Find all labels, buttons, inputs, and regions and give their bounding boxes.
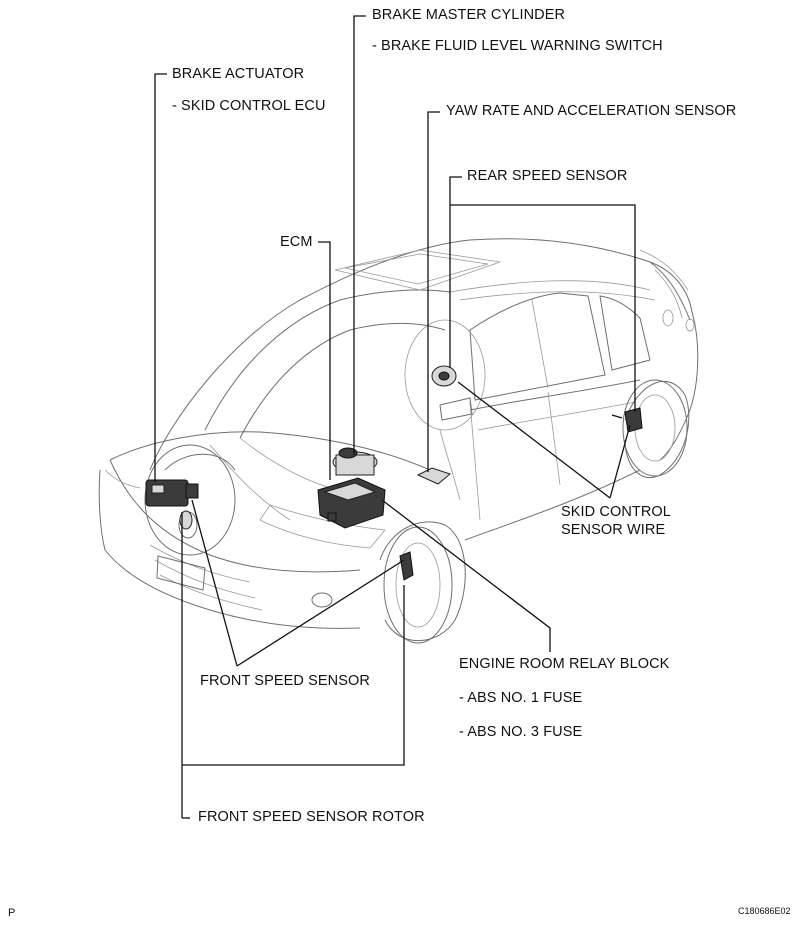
- front-speed-sensor-rotor-label: FRONT SPEED SENSOR ROTOR: [198, 809, 425, 825]
- front-speed-sensor-label: FRONT SPEED SENSOR: [200, 673, 370, 689]
- rear-speed-sensor-label: REAR SPEED SENSOR: [467, 168, 628, 184]
- abs-no1-fuse-label: - ABS NO. 1 FUSE: [459, 690, 583, 706]
- figure-code: C180686E02: [738, 906, 791, 916]
- brake-master-cylinder-part: [332, 447, 378, 476]
- yaw-rate-sensor-part: [416, 467, 452, 485]
- skid-control-sensor-wire-label-line1: SKID CONTROL: [561, 504, 671, 520]
- leader-lines: [154, 15, 636, 819]
- brake-fluid-level-warning-switch-label: - BRAKE FLUID LEVEL WARNING SWITCH: [372, 38, 663, 54]
- skid-control-sensor-wire-label-line2: SENSOR WIRE: [561, 522, 666, 538]
- abs-no3-fuse-label: - ABS NO. 3 FUSE: [459, 724, 583, 740]
- engine-room-relay-block-part: [317, 477, 386, 529]
- brake-master-cylinder-label: BRAKE MASTER CYLINDER: [372, 7, 566, 23]
- brake-actuator-label: BRAKE ACTUATOR: [172, 66, 305, 82]
- ecm-label: ECM: [280, 234, 313, 250]
- rear-left-speed-sensor-part: [431, 365, 457, 387]
- brake-actuator-part: [145, 479, 199, 507]
- skid-control-ecu-label: - SKID CONTROL ECU: [172, 98, 326, 114]
- page-marker: P: [8, 907, 16, 919]
- car-body-outline: [98, 238, 699, 644]
- engine-room-relay-block-label: ENGINE ROOM RELAY BLOCK: [459, 656, 670, 672]
- yaw-rate-acceleration-sensor-label: YAW RATE AND ACCELERATION SENSOR: [446, 103, 737, 119]
- rear-right-speed-sensor-part: [611, 407, 643, 433]
- front-left-speed-sensor-part: [179, 510, 193, 530]
- front-right-speed-sensor-part: [399, 551, 414, 581]
